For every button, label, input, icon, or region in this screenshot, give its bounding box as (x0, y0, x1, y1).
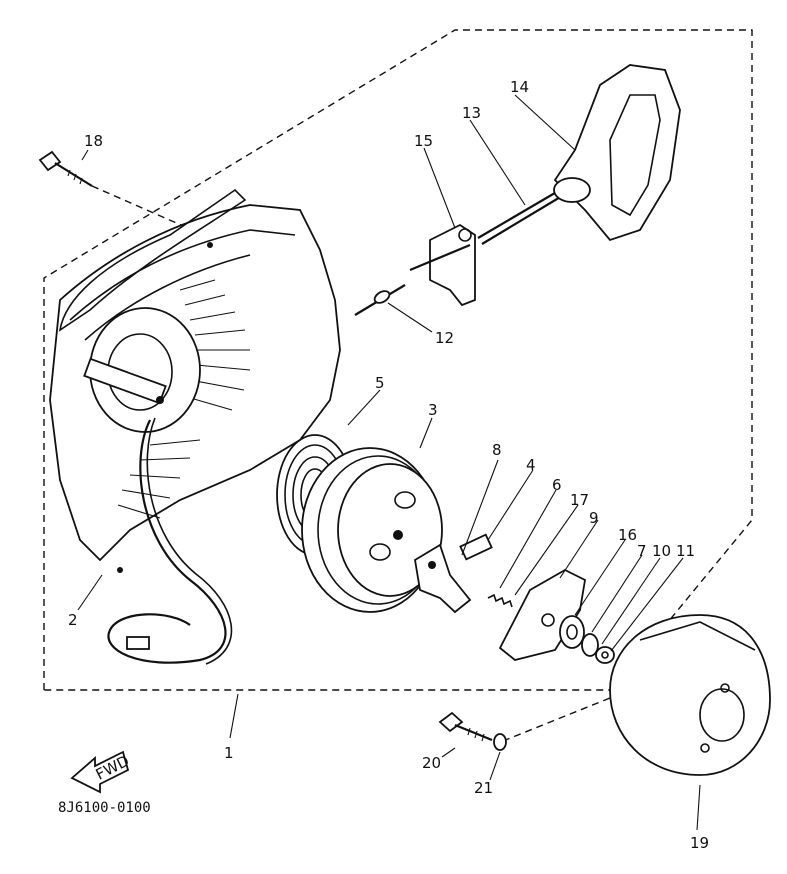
callout-1: 1 (224, 744, 234, 762)
part-spring-6 (487, 593, 513, 608)
part-bolt-18 (38, 150, 93, 187)
callout-14: 14 (510, 78, 529, 96)
part-rope-13 (477, 189, 563, 245)
callout-6: 6 (552, 476, 562, 494)
callout-5: 5 (375, 374, 385, 392)
part-handle-14 (553, 64, 681, 242)
callout-12: 12 (435, 329, 454, 347)
forward-badge-label: FWD (93, 752, 132, 784)
callout-19: 19 (690, 834, 709, 852)
callout-9: 9 (589, 509, 599, 527)
callout-8: 8 (492, 441, 502, 459)
callout-3: 3 (428, 401, 438, 419)
part-housing (49, 188, 341, 665)
callout-17: 17 (570, 491, 589, 509)
callout-7: 7 (637, 542, 647, 560)
callout-21: 21 (474, 779, 493, 797)
part-plate-9 (498, 568, 586, 661)
callout-11: 11 (676, 542, 695, 560)
callout-16: 16 (618, 526, 637, 544)
callout-13: 13 (462, 104, 481, 122)
callout-15: 15 (414, 132, 433, 150)
callout-18: 18 (84, 132, 103, 150)
callout-4: 4 (526, 456, 536, 474)
callout-10: 10 (652, 542, 671, 560)
callout-2: 2 (68, 611, 78, 629)
part-pin-12 (354, 284, 406, 316)
part-cover-19 (609, 614, 771, 776)
part-pawl-8 (414, 543, 472, 614)
drawing-code: 8J6100-0100 (58, 800, 151, 816)
callout-20: 20 (422, 754, 441, 772)
forward-arrow-icon: FWD (70, 750, 132, 794)
part-bracket-15 (409, 223, 476, 307)
part-bolt-20 (438, 711, 493, 742)
part-washer-21 (493, 733, 507, 751)
leader-lines (77, 94, 701, 831)
part-washers (559, 615, 615, 664)
